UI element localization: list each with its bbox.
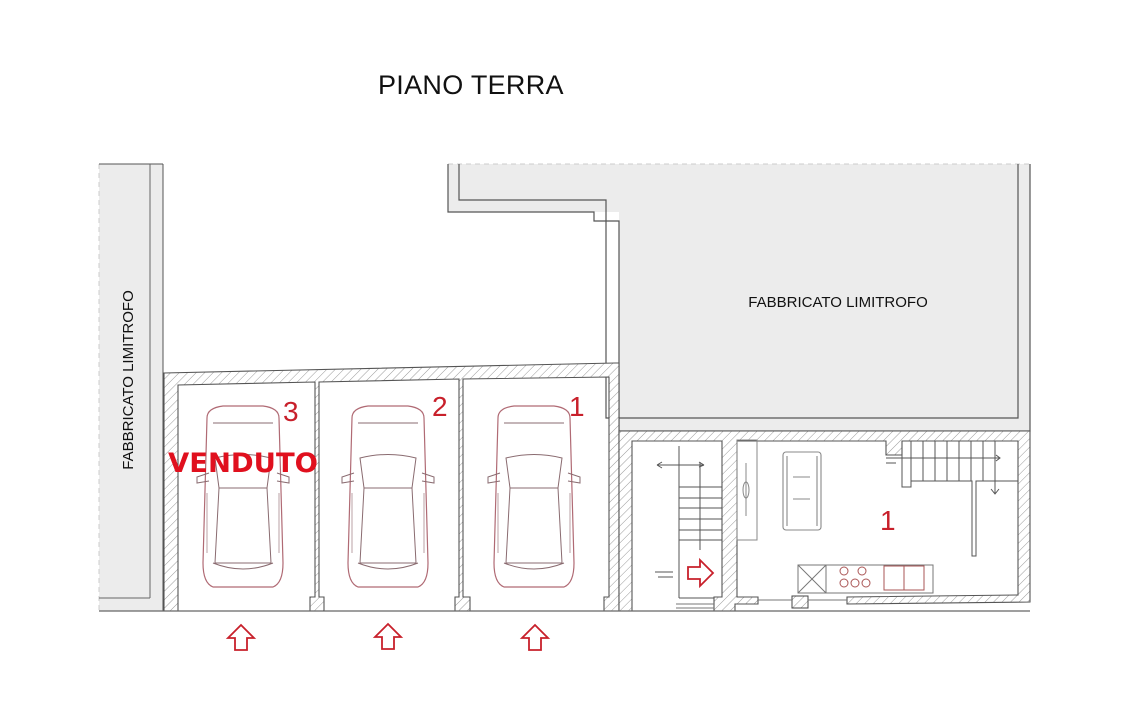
top-right-neighbor-building: FABBRICATO LIMITROFO [447, 163, 1031, 432]
garage-number-1: 1 [569, 391, 585, 422]
garage-number-2: 2 [432, 391, 448, 422]
entrance-arrow-up-icon [521, 624, 549, 651]
entrance-arrow-up-icon [227, 624, 255, 651]
apartment-walls [618, 430, 1031, 612]
left-neighbor-label: FABBRICATO LIMITROFO [120, 290, 137, 469]
garage-number-3: 3 [283, 396, 299, 427]
apartment-number: 1 [880, 505, 896, 536]
stair-icon [655, 446, 722, 599]
sofa-icon [782, 451, 822, 531]
floor-title: PIANO TERRA [378, 70, 564, 100]
kitchen-icon [797, 564, 934, 594]
tv-cabinet-icon [736, 439, 758, 541]
garage-1-car [487, 405, 581, 588]
top-right-neighbor-label: FABBRICATO LIMITROFO [748, 294, 927, 311]
entrance-arrow-right-icon [687, 559, 714, 587]
entrance-arrow-up-icon [374, 623, 402, 650]
garage-3-car [196, 405, 290, 588]
left-neighbor-building: FABBRICATO LIMITROFO [98, 163, 164, 611]
garage-block [163, 362, 620, 612]
garage-2-car [341, 405, 435, 588]
stair-icon [886, 441, 1018, 557]
sold-label: VENDUTO [168, 448, 318, 479]
